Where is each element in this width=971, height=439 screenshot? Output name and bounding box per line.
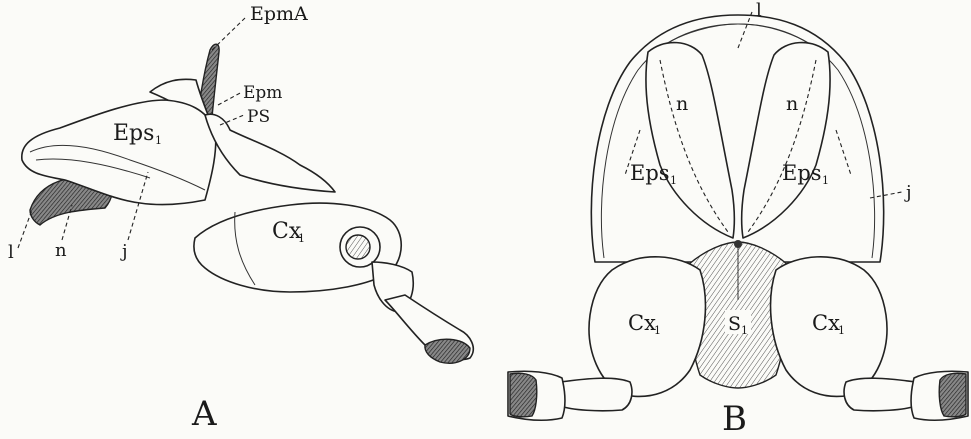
- label-ps: PS: [247, 107, 270, 127]
- panel-letter-b: B: [722, 399, 747, 439]
- label-n-b-right: n: [786, 93, 798, 115]
- label-cx-b-left: Cx: [628, 311, 656, 335]
- label-epm: Epm: [243, 83, 282, 103]
- label-l-b: l: [756, 0, 762, 21]
- label-cx-b-left-sub: 1: [654, 324, 661, 337]
- label-eps-a: Eps: [113, 121, 154, 146]
- pronotum-shield: [591, 15, 883, 262]
- label-eps-b-right: Eps: [782, 161, 822, 185]
- panel-letter-a: A: [191, 394, 217, 434]
- femur-cut-end: [425, 339, 470, 363]
- label-cx-b-right-sub: 1: [838, 324, 845, 337]
- leader-epm: [218, 92, 242, 105]
- label-epma: EpmA: [250, 3, 308, 25]
- label-n-b-left: n: [676, 93, 688, 115]
- femur-right-cut: [939, 373, 966, 417]
- femur-left-cut: [510, 373, 537, 417]
- panel-b-drawing: [508, 12, 968, 420]
- label-s-b-sub: 1: [741, 324, 748, 337]
- label-cx-b-right: Cx: [812, 311, 840, 335]
- coxal-socket-inner: [346, 235, 370, 259]
- label-j-a: j: [120, 241, 128, 262]
- label-j-b: j: [904, 182, 912, 203]
- sternal-pit: [734, 240, 742, 248]
- trochanter-left: [560, 378, 632, 411]
- label-eps-b-left: Eps: [630, 161, 670, 185]
- label-eps-b-left-sub: 1: [670, 174, 677, 187]
- label-s-b: S: [728, 313, 741, 335]
- label-n-a: n: [55, 240, 67, 261]
- label-eps-b-right-sub: 1: [822, 174, 829, 187]
- leader-l-a: [18, 210, 32, 248]
- label-l-a: l: [8, 242, 14, 263]
- label-cx-a-sub: 1: [298, 232, 305, 245]
- trochanter-right: [844, 378, 916, 411]
- panel-a-drawing: [18, 18, 473, 363]
- label-eps-a-sub: 1: [155, 134, 162, 147]
